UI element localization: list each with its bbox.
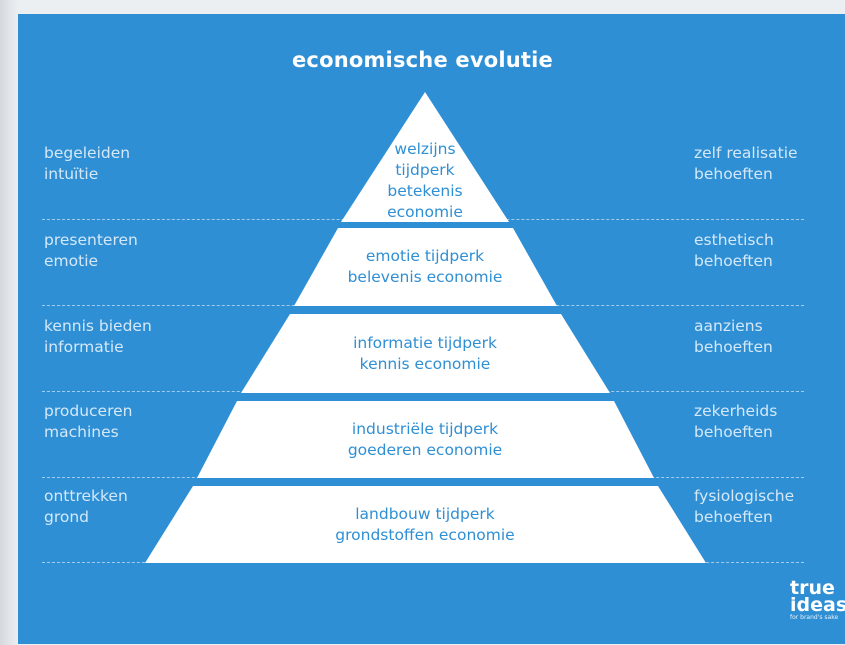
logo-line-2: ideas xyxy=(790,594,845,616)
pyramid-tier-3-shape xyxy=(241,314,610,393)
left-label-level-2: presenteren emotie xyxy=(44,231,138,270)
right-label-level-3: aanziens behoeften xyxy=(694,317,773,356)
pyramid-tier-4-shape xyxy=(197,401,654,478)
pyramid-tier-5-shape xyxy=(145,486,706,563)
logo-line-1: true xyxy=(790,577,835,599)
pyramid-tier-1-label: welzijns tijdperk betekenis economie xyxy=(387,140,463,221)
true-ideas-logo: true ideas for brand's sake xyxy=(790,577,845,622)
pyramid-tier-1-shape xyxy=(341,92,509,222)
pyramid-tier-5-label: landbouw tijdperk grondstoffen economie xyxy=(335,505,515,544)
left-label-level-1: begeleiden intuïtie xyxy=(44,144,131,183)
pyramid-tier-2-label: emotie tijdperk belevenis economie xyxy=(347,247,503,286)
diagram-title: economische evolutie xyxy=(291,48,553,72)
pyramid-tier-3-label: informatie tijdperk kennis economie xyxy=(353,334,497,373)
page-edge-shadow xyxy=(0,0,18,645)
pyramid-tier-4-label: industriële tijdperk goederen economie xyxy=(347,420,503,459)
left-label-level-5: onttrekken grond xyxy=(44,487,128,526)
logo-tagline: for brand's sake xyxy=(790,614,839,621)
right-label-level-5: fysiologische behoeften xyxy=(694,487,795,526)
left-label-level-3: kennis bieden informatie xyxy=(44,317,152,356)
right-label-level-4: zekerheids behoeften xyxy=(694,402,778,441)
right-label-level-2: esthetisch behoeften xyxy=(694,231,774,270)
right-label-level-1: zelf realisatie behoeften xyxy=(694,144,798,183)
pyramid-tier-2-shape xyxy=(294,228,557,306)
left-label-level-4: produceren machines xyxy=(44,402,133,441)
